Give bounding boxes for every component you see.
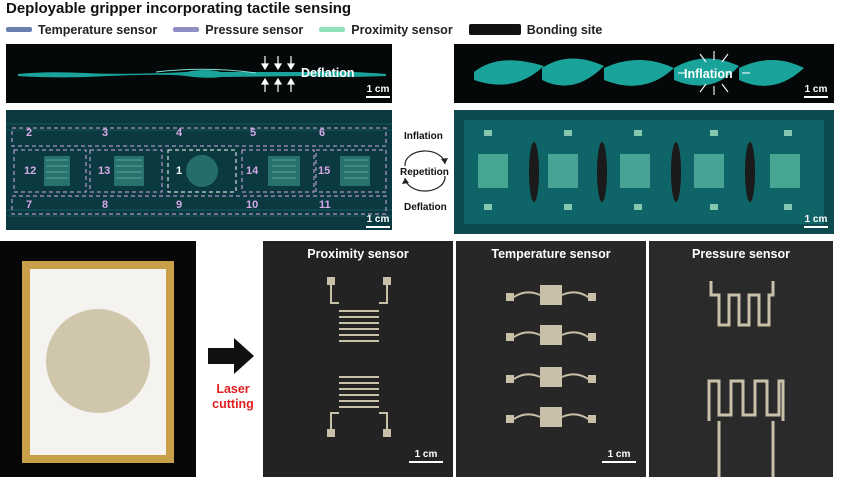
scale-bar-4: 1 cm	[804, 214, 828, 228]
sensor-number-2: 2	[26, 127, 33, 139]
legend-label-temperature: Temperature sensor	[38, 22, 158, 37]
scale-bar-1: 1 cm	[366, 84, 390, 98]
sensor-number-10: 10	[246, 199, 259, 211]
laser-label-line1: Laser	[216, 382, 250, 396]
inflated-gripper-panel: Inflation 1 cm	[454, 44, 834, 103]
sensor-number-1: 1	[176, 165, 183, 177]
sensor-number-13: 13	[98, 165, 111, 177]
legend: Temperature sensor Pressure sensor Proxi…	[6, 21, 618, 38]
sensor-number-9: 9	[176, 199, 183, 211]
scale-bar-line-6	[602, 461, 636, 463]
sensor-number-6: 6	[319, 127, 326, 139]
legend-bonding: Bonding site	[468, 22, 603, 37]
laser-cutting-label: Laser cutting	[198, 382, 268, 412]
raw-film-panel	[0, 241, 196, 477]
deflated-gripper-image	[18, 56, 386, 92]
scale-bar-line-4	[804, 226, 828, 228]
scale-bar-2: 1 cm	[366, 214, 390, 228]
cycle-inflation-label: Inflation	[404, 131, 443, 142]
proximity-sensor-title: Proximity sensor	[307, 247, 409, 261]
temperature-sensor-image	[506, 285, 596, 427]
scale-bar-line-3	[804, 96, 828, 98]
legend-label-bonding: Bonding site	[526, 22, 603, 37]
inflation-label: Inflation	[684, 67, 733, 81]
scale-label-2: 1 cm	[366, 214, 390, 225]
sensor-number-11: 11	[319, 199, 331, 211]
sensor-layout-image	[6, 110, 392, 230]
scale-bar-line-2	[366, 226, 390, 228]
legend-swatch-bonding	[468, 24, 521, 35]
sensor-number-15: 15	[318, 165, 331, 177]
sensor-layout-panel: 2 3 4 5 6 12 13 1 14 15 7 8 9 10 11 1 cm	[6, 110, 392, 230]
legend-proximity: Proximity sensor	[319, 22, 453, 37]
sensor-number-7: 7	[26, 199, 33, 211]
legend-pressure: Pressure sensor	[173, 23, 303, 37]
inflated-sensors-image	[454, 110, 834, 234]
legend-label-proximity: Proximity sensor	[351, 22, 453, 37]
pressure-sensor-panel: Pressure sensor	[649, 241, 833, 477]
pressure-sensor-image	[707, 281, 785, 477]
cycle-repetition-label: Repetition	[400, 167, 449, 178]
sensor-number-12: 12	[24, 165, 37, 177]
scale-label-5: 1 cm	[414, 449, 438, 460]
temperature-sensor-panel: Temperature sensor 1 cm	[456, 241, 646, 477]
laser-label-line2: cutting	[212, 397, 254, 411]
inflated-sensors-panel: 1 cm	[454, 110, 834, 234]
figure-title: Deployable gripper incorporating tactile…	[6, 0, 352, 17]
deflated-gripper-panel: Deflation 1 cm	[6, 44, 392, 103]
scale-bar-line-1	[366, 96, 390, 98]
scale-bar-3: 1 cm	[804, 84, 828, 98]
legend-temperature: Temperature sensor	[6, 23, 157, 37]
scale-bar-5: 1 cm	[409, 449, 443, 463]
legend-swatch-temperature	[6, 27, 32, 32]
proximity-sensor-image	[327, 277, 391, 437]
deflation-label: Deflation	[301, 66, 355, 80]
sensor-number-8: 8	[102, 199, 109, 211]
process-arrow-icon	[208, 338, 254, 374]
cycle-deflation-label: Deflation	[404, 202, 447, 213]
raw-film-image	[22, 261, 174, 463]
sensor-number-3: 3	[102, 127, 109, 139]
sensor-number-14: 14	[246, 165, 259, 177]
cycle-arrows-icon	[402, 150, 448, 192]
scale-label-6: 1 cm	[607, 449, 631, 460]
legend-swatch-pressure	[173, 27, 200, 32]
legend-swatch-proximity	[319, 27, 346, 32]
scale-bar-line-5	[409, 461, 443, 463]
scale-label-3: 1 cm	[804, 84, 828, 95]
scale-label-1: 1 cm	[366, 84, 390, 95]
sensor-number-4: 4	[176, 127, 183, 139]
inflated-gripper-image	[474, 51, 804, 95]
scale-bar-6: 1 cm	[602, 449, 636, 463]
scale-label-4: 1 cm	[804, 214, 828, 225]
pressure-sensor-title: Pressure sensor	[692, 247, 790, 261]
proximity-sensor-panel: Proximity sensor 1 cm	[263, 241, 453, 477]
sensor-number-5: 5	[250, 127, 257, 139]
temperature-sensor-title: Temperature sensor	[491, 247, 611, 261]
legend-label-pressure: Pressure sensor	[205, 22, 304, 37]
